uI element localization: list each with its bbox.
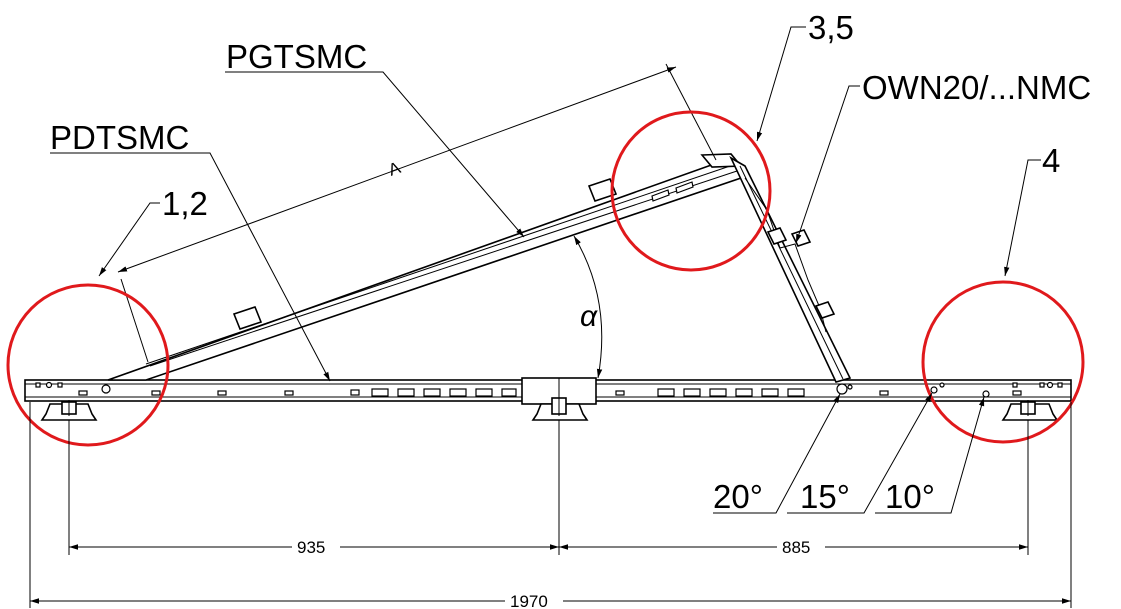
label-35: 3,5 — [808, 9, 854, 46]
label-pdtsmc-group: PDTSMC — [50, 119, 331, 382]
detail-circle-35 — [610, 110, 772, 272]
angle-15-label: 15° — [800, 478, 850, 515]
angle-15-group: 15° — [787, 392, 933, 515]
label-4: 4 — [1042, 142, 1060, 179]
angle-20-group: 20° — [713, 393, 841, 515]
label-pgtsmc: PGTSMC — [226, 38, 367, 75]
dimension-1970: 1970 — [510, 592, 548, 609]
label-12-group: 1,2 — [98, 185, 208, 277]
dimension-a: A — [117, 63, 717, 363]
foot-middle — [531, 386, 589, 421]
dimension-935: 935 — [297, 538, 325, 557]
angle-20-label: 20° — [713, 478, 763, 515]
foot-right — [1001, 400, 1059, 421]
label-4-group: 4 — [1004, 142, 1060, 277]
base-rail — [24, 377, 1072, 405]
foot-left — [40, 400, 98, 421]
dimension-bottom: 935 885 1970 — [29, 402, 1072, 609]
angle-10-group: 10° — [875, 396, 985, 515]
label-pdtsmc: PDTSMC — [50, 119, 189, 156]
label-own: OWN20/...NMC — [862, 69, 1091, 106]
angle-10-label: 10° — [885, 478, 935, 515]
detail-circle-4 — [921, 280, 1085, 444]
support-leg — [729, 156, 852, 383]
angle-alpha: α — [573, 235, 603, 379]
label-35-group: 3,5 — [756, 9, 854, 142]
dimension-a-label: A — [386, 158, 404, 180]
label-pgtsmc-group: PGTSMC — [225, 38, 525, 238]
dimension-885: 885 — [782, 538, 810, 557]
label-own-group: OWN20/...NMC — [795, 69, 1091, 244]
alpha-label: α — [580, 300, 598, 333]
detail-circle-12 — [6, 283, 170, 447]
label-12: 1,2 — [162, 185, 208, 222]
